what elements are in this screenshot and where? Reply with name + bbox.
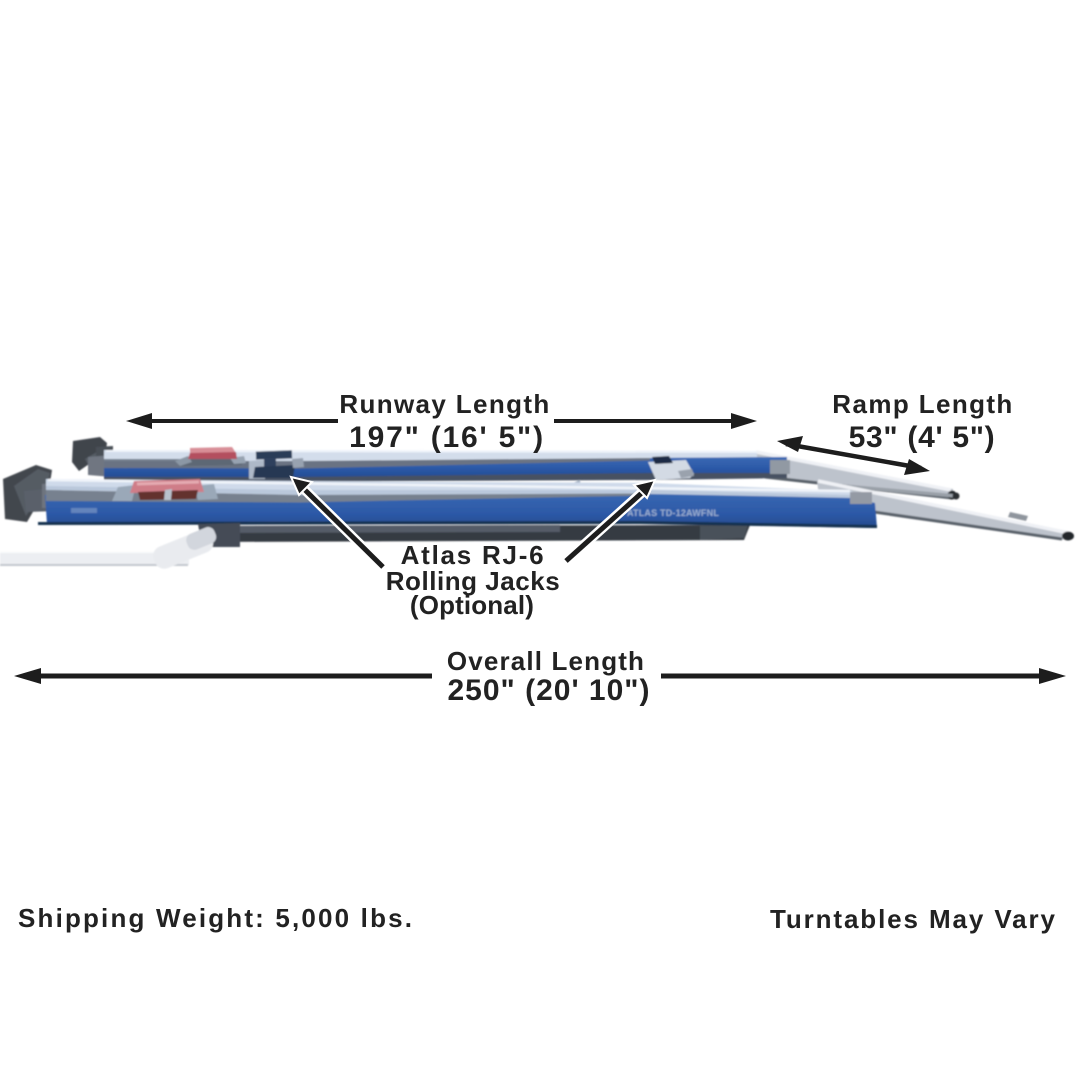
svg-text:ATLAS TD-12AWFNL: ATLAS TD-12AWFNL	[627, 508, 719, 518]
